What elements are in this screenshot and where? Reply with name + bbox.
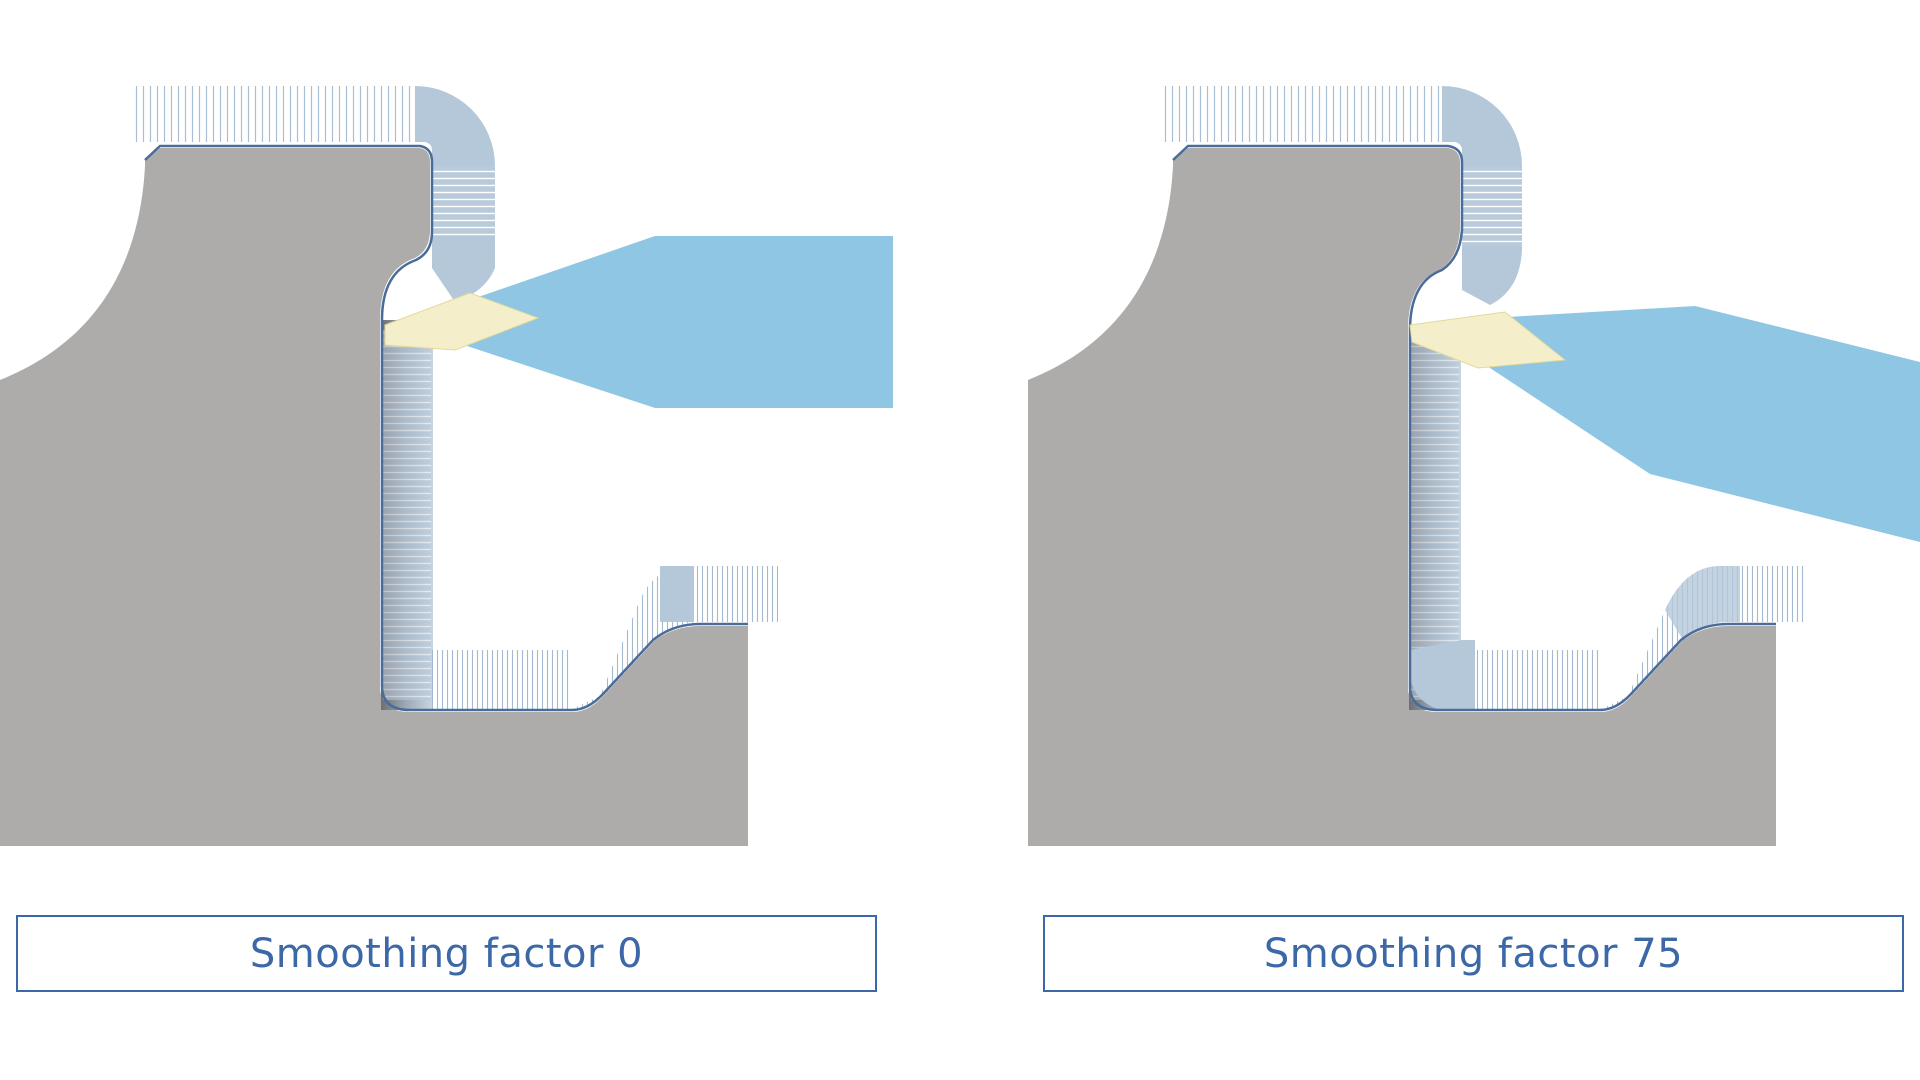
- left-solid-body: [0, 148, 748, 846]
- left-bottom-mesh: [432, 650, 570, 710]
- right-groove-mesh: [1411, 340, 1459, 700]
- left-nozzle: [455, 236, 893, 408]
- right-top-mesh: [1160, 86, 1442, 142]
- right-insert: [1409, 311, 1567, 369]
- left-top-mesh: [133, 86, 415, 142]
- right-ramp-bend: [1665, 566, 1740, 640]
- right-bottom-mesh: [1475, 650, 1600, 710]
- right-outline: [1172, 144, 1776, 712]
- caption-smoothing-75: Smoothing factor 75: [1263, 930, 1684, 977]
- right-ramp-mesh: [1600, 566, 1806, 710]
- right-upper-wall-mesh: [1462, 166, 1522, 246]
- left-insert: [384, 292, 540, 351]
- right-solid-body: [1028, 148, 1776, 846]
- right-panel-illustration: [1028, 86, 1920, 846]
- right-corner-mesh: [1410, 640, 1475, 710]
- left-ramp-bend: [660, 566, 694, 622]
- caption-box-left: Smoothing factor 0: [16, 915, 877, 992]
- left-groove-mesh: [383, 330, 431, 700]
- left-outline: [144, 144, 748, 712]
- left-upper-wall-mesh: [432, 166, 495, 236]
- left-panel-illustration: [0, 86, 893, 846]
- right-nozzle: [1478, 306, 1920, 542]
- caption-box-right: Smoothing factor 75: [1043, 915, 1904, 992]
- left-neck-mesh: [432, 236, 495, 302]
- caption-smoothing-0: Smoothing factor 0: [249, 930, 644, 977]
